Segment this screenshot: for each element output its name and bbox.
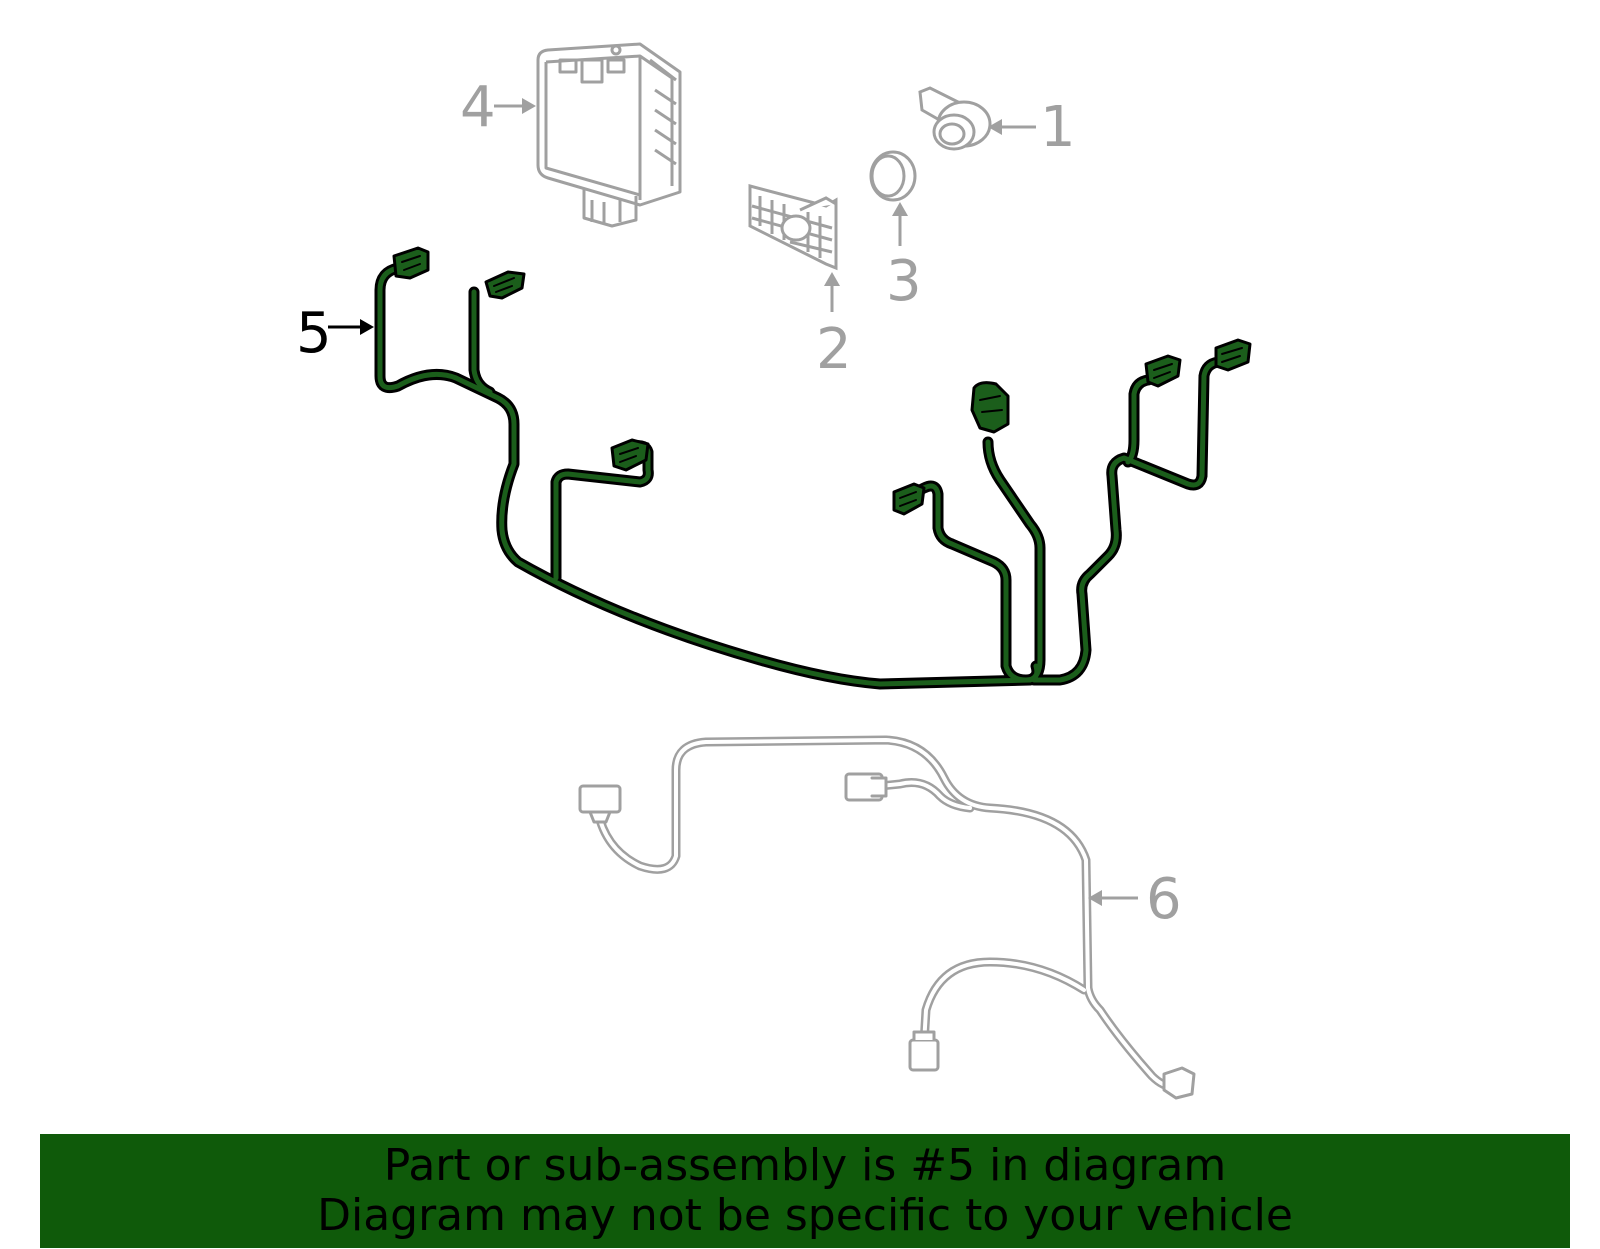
callout-3: 3 bbox=[886, 202, 922, 314]
notice-line-1: Part or sub-assembly is #5 in diagram bbox=[383, 1140, 1227, 1191]
callout-1: 1 bbox=[988, 95, 1076, 160]
parking-sensor-part bbox=[918, 86, 992, 151]
callout-5-label: 5 bbox=[296, 301, 332, 366]
sensor-bracket-part bbox=[748, 184, 838, 271]
callout-3-label: 3 bbox=[886, 249, 922, 314]
callout-2: 2 bbox=[816, 272, 852, 382]
callout-6-label: 6 bbox=[1146, 867, 1182, 932]
callout-6: 6 bbox=[1088, 867, 1182, 932]
notice-banner: Part or sub-assembly is #5 in diagram Di… bbox=[40, 1134, 1570, 1248]
callout-1-label: 1 bbox=[1040, 95, 1076, 160]
connecting-harness-part bbox=[578, 735, 1196, 1100]
bumper-wiring-harness-part bbox=[374, 246, 1252, 690]
control-module-part bbox=[536, 42, 682, 228]
callout-4: 4 bbox=[460, 75, 536, 140]
notice-line-2: Diagram may not be specific to your vehi… bbox=[317, 1190, 1293, 1241]
callout-4-label: 4 bbox=[460, 75, 496, 140]
sensor-ring-part bbox=[869, 150, 917, 202]
callout-2-label: 2 bbox=[816, 317, 852, 382]
callout-5: 5 bbox=[296, 301, 374, 366]
